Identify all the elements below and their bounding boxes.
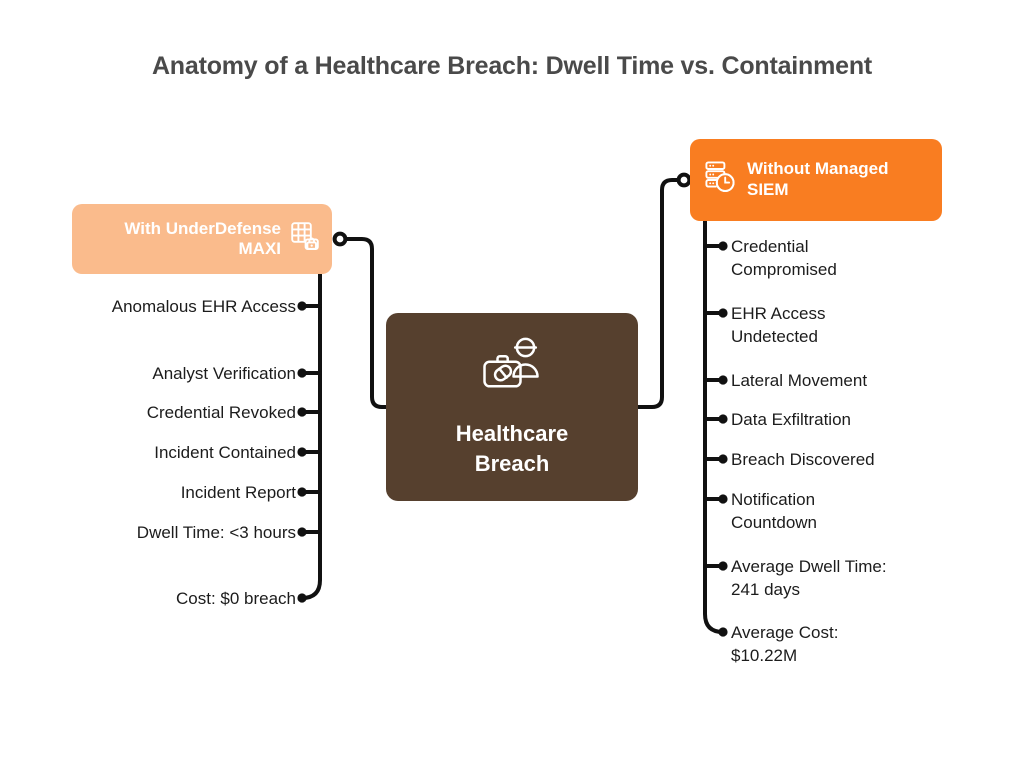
list-item-label: Anomalous EHR Access: [111, 297, 296, 316]
central-node-label-line2: Breach: [474, 451, 550, 477]
branch-node-right-label: Without Managed SIEM: [747, 159, 889, 199]
list-item[interactable]: Analyst Verification: [66, 363, 296, 386]
branch-node-left-label: With UnderDefense MAXI: [124, 218, 281, 258]
list-item[interactable]: Credential Compromised: [731, 236, 891, 282]
right-branch-spine: [703, 219, 725, 634]
list-item[interactable]: Average Cost: $10.22M: [731, 622, 881, 668]
list-item-label: Average Dwell Time: 241 days: [731, 557, 887, 599]
grid-lock-icon: [290, 221, 320, 256]
list-item-label: Cost: $0 breach: [175, 589, 296, 608]
left-branch-spine: [300, 272, 322, 600]
list-item[interactable]: Anomalous EHR Access: [96, 296, 296, 319]
anchor-ring-right-node: [676, 172, 692, 188]
list-item-label: Credential Revoked: [146, 403, 296, 422]
list-item[interactable]: Notification Countdown: [731, 489, 866, 535]
list-item[interactable]: Dwell Time: <3 hours: [136, 522, 296, 545]
list-item-label: Average Cost: $10.22M: [731, 623, 839, 665]
doctor-medical-bag-icon: [475, 336, 549, 407]
list-item[interactable]: Data Exfiltration: [731, 409, 946, 432]
anchor-ring-left-node: [332, 231, 348, 247]
list-item-label: Notification Countdown: [731, 490, 818, 532]
list-item-label: Lateral Movement: [731, 371, 868, 390]
list-item-label: Incident Report: [180, 483, 296, 502]
connector-right-to-center: [634, 178, 686, 409]
list-item-label: Analyst Verification: [152, 364, 296, 383]
list-item[interactable]: Average Dwell Time: 241 days: [731, 556, 896, 602]
list-item[interactable]: Cost: $0 breach: [66, 588, 296, 611]
central-node[interactable]: Healthcare Breach: [386, 313, 638, 501]
list-item-label: Credential Compromised: [731, 237, 837, 279]
list-item[interactable]: Incident Report: [66, 482, 296, 505]
left-branch-dots: [297, 301, 307, 603]
right-branch-dots: [718, 241, 728, 637]
list-item-label: EHR Access Undetected: [731, 304, 826, 346]
list-item[interactable]: Lateral Movement: [731, 370, 946, 393]
list-item[interactable]: Breach Discovered: [731, 449, 946, 472]
branch-node-right[interactable]: Without Managed SIEM: [690, 139, 942, 221]
server-clock-icon: [702, 160, 736, 200]
central-node-label-line1: Healthcare: [455, 420, 569, 446]
list-item-label: Dwell Time: <3 hours: [136, 523, 296, 542]
list-item[interactable]: Incident Contained: [66, 442, 296, 465]
page-title: Anatomy of a Healthcare Breach: Dwell Ti…: [151, 52, 873, 80]
list-item[interactable]: Credential Revoked: [66, 402, 296, 425]
list-item-label: Data Exfiltration: [731, 410, 851, 429]
list-item[interactable]: EHR Access Undetected: [731, 303, 876, 349]
branch-node-left[interactable]: With UnderDefense MAXI: [72, 204, 332, 274]
list-item-label: Breach Discovered: [731, 450, 875, 469]
list-item-label: Incident Contained: [154, 443, 296, 462]
